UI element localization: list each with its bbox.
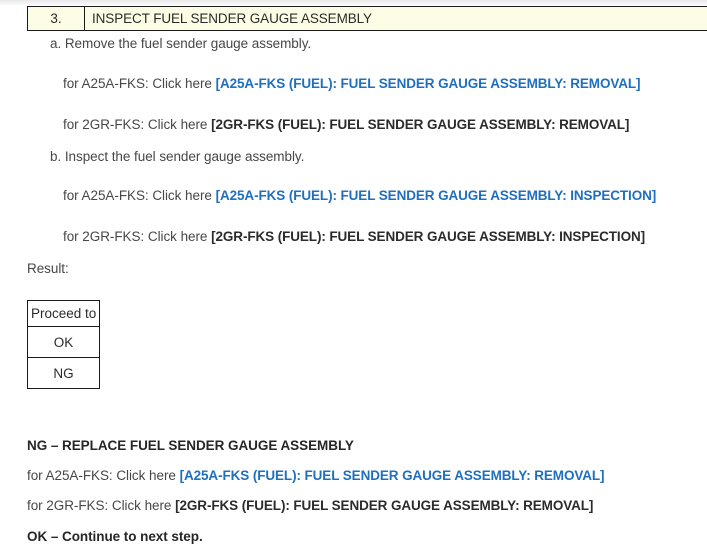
ok-outcome-heading: OK – Continue to next step. bbox=[27, 529, 203, 544]
result-cell-ng: NG bbox=[27, 357, 100, 389]
bracket-open-icon: [ bbox=[211, 117, 216, 132]
procedure-b-link-2gr[interactable]: for 2GR-FKS: Click here [2GR-FKS (FUEL):… bbox=[63, 229, 645, 244]
procedure-a-link-a25a[interactable]: for A25A-FKS: Click here [A25A-FKS (FUEL… bbox=[63, 76, 641, 91]
bracket-close-icon: ] bbox=[588, 498, 594, 513]
table-row-header: Proceed to bbox=[27, 300, 100, 327]
procedure-a-link-2gr[interactable]: for 2GR-FKS: Click here [2GR-FKS (FUEL):… bbox=[63, 117, 629, 132]
step-title: INSPECT FUEL SENDER GAUGE ASSEMBLY bbox=[92, 11, 372, 26]
bracket-close-icon: ] bbox=[624, 117, 630, 132]
link-label[interactable]: A25A-FKS (FUEL): FUEL SENDER GAUGE ASSEM… bbox=[219, 76, 637, 91]
procedure-a-text: a. Remove the fuel sender gauge assembly… bbox=[50, 36, 312, 51]
link-prefix: for 2GR-FKS: Click here bbox=[63, 229, 208, 244]
bracket-close-icon: ] bbox=[640, 229, 646, 244]
ng-outcome-heading: NG – REPLACE FUEL SENDER GAUGE ASSEMBLY bbox=[27, 438, 354, 453]
bracket-open-icon: [ bbox=[211, 229, 216, 244]
result-table-header-cell: Proceed to bbox=[27, 300, 100, 327]
link-prefix: for A25A-FKS: Click here bbox=[63, 76, 212, 91]
result-label: Result: bbox=[27, 261, 69, 276]
link-label[interactable]: A25A-FKS (FUEL): FUEL SENDER GAUGE ASSEM… bbox=[183, 468, 601, 483]
procedure-b-link-a25a[interactable]: for A25A-FKS: Click here [A25A-FKS (FUEL… bbox=[63, 188, 656, 203]
page-top-strip bbox=[0, 0, 707, 6]
link-prefix: for A25A-FKS: Click here bbox=[63, 188, 212, 203]
link-label[interactable]: 2GR-FKS (FUEL): FUEL SENDER GAUGE ASSEMB… bbox=[179, 498, 590, 513]
result-cell-ok: OK bbox=[27, 326, 100, 358]
table-row: NG bbox=[27, 357, 100, 389]
ng-link-a25a[interactable]: for A25A-FKS: Click here [A25A-FKS (FUEL… bbox=[27, 468, 605, 483]
bracket-close-icon: ] bbox=[600, 468, 605, 483]
link-prefix: for A25A-FKS: Click here bbox=[27, 468, 176, 483]
link-label[interactable]: 2GR-FKS (FUEL): FUEL SENDER GAUGE ASSEMB… bbox=[215, 229, 641, 244]
bracket-open-icon: [ bbox=[215, 188, 221, 203]
step-number: 3. bbox=[28, 7, 85, 30]
bracket-close-icon: ] bbox=[651, 188, 657, 203]
result-table: Proceed to OK NG bbox=[27, 300, 100, 389]
procedure-b-text: b. Inspect the fuel sender gauge assembl… bbox=[50, 149, 305, 164]
bracket-close-icon: ] bbox=[636, 76, 641, 91]
link-label[interactable]: 2GR-FKS (FUEL): FUEL SENDER GAUGE ASSEMB… bbox=[215, 117, 626, 132]
bracket-open-icon: [ bbox=[175, 498, 180, 513]
bracket-open-icon: [ bbox=[215, 76, 221, 91]
step-header-bar: 3. INSPECT FUEL SENDER GAUGE ASSEMBLY bbox=[27, 6, 707, 31]
link-prefix: for 2GR-FKS: Click here bbox=[63, 117, 208, 132]
table-row: OK bbox=[27, 326, 100, 358]
link-label[interactable]: A25A-FKS (FUEL): FUEL SENDER GAUGE ASSEM… bbox=[219, 188, 652, 203]
link-prefix: for 2GR-FKS: Click here bbox=[27, 498, 172, 513]
bracket-open-icon: [ bbox=[179, 468, 185, 483]
ng-link-2gr[interactable]: for 2GR-FKS: Click here [2GR-FKS (FUEL):… bbox=[27, 498, 593, 513]
